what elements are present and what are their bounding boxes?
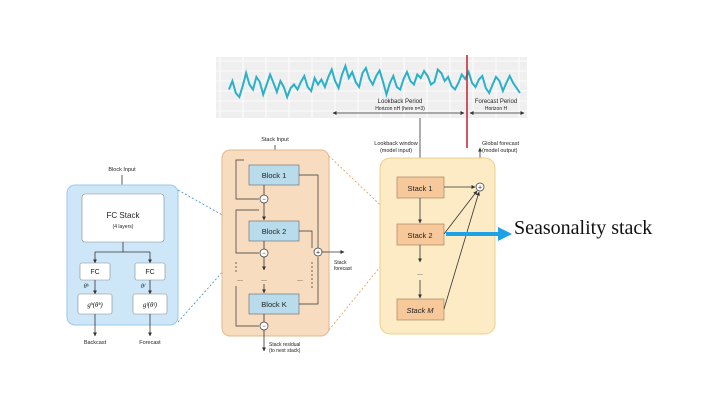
stack-detail-background — [221, 149, 330, 337]
stack-input-label: Stack Input — [261, 137, 289, 143]
dots-right: ... — [297, 276, 303, 283]
zoom-line-blue-top — [177, 189, 250, 231]
stack-sum-sign: + — [316, 250, 320, 257]
fc-stack-label: FC Stack — [107, 211, 141, 220]
stack-2-forecast-arrow — [443, 190, 478, 235]
seasonality-annotation: Seasonality stack — [446, 217, 652, 241]
subtract-node-1-sign: − — [262, 197, 266, 203]
forecast-horizon-label: Horizon H — [485, 106, 508, 112]
skip-path-1 — [235, 159, 259, 200]
stack-2-label: Stack 2 — [407, 231, 432, 240]
block-k-forecast-path — [299, 257, 319, 305]
stack-residual-sub: (to next stack) — [269, 348, 301, 354]
block-input-label: Block Input — [108, 167, 136, 173]
block-k-label: Block K — [261, 300, 286, 309]
subtract-node-2-sign: − — [262, 251, 266, 257]
block-detail-panel: Block Input FC Stack (4 layers) FC FC θᵇ… — [66, 167, 179, 346]
backcast-label: Backcast — [84, 340, 107, 346]
theta-b-label: θᵇ — [84, 284, 89, 290]
global-forecast-sub: (model output) — [482, 148, 518, 154]
dots-left: ... — [237, 276, 243, 283]
stack-m-box — [396, 298, 445, 321]
global-sum-node — [475, 182, 485, 192]
seasonality-arrow-head — [498, 227, 512, 241]
model-background — [379, 157, 496, 335]
fc-left-label: FC — [90, 269, 99, 276]
block-2-forecast-path — [299, 230, 313, 248]
block-1-forecast-path — [299, 174, 319, 248]
stack-1-box — [396, 176, 445, 199]
fc-stack-sub: (4 layers) — [113, 224, 134, 230]
stack-forecast-label: Stack — [334, 260, 347, 266]
series-background — [216, 57, 527, 118]
block-2-label: Block 2 — [262, 227, 287, 236]
g-f-label: gᶠ(θᶠ) — [143, 301, 158, 309]
g-b-label: gᵇ(θᵇ) — [87, 301, 103, 309]
seasonality-stack-label: Seasonality stack — [514, 217, 652, 239]
stack-residual-label: Stack residual — [269, 342, 300, 348]
lookback-window-label: Lookback window — [374, 141, 417, 147]
skip-path-2 — [235, 209, 259, 254]
forecast-label: Forecast — [139, 340, 161, 346]
dots-center: ... — [261, 276, 267, 283]
model-panel: Stack 1 Stack 2 Stack M ... + — [379, 157, 496, 335]
fc-right-label: FC — [145, 269, 154, 276]
lookback-horizon-label: Horizon nH (here n=3) — [375, 106, 425, 112]
lookback-window-sub: (model input) — [380, 148, 412, 154]
skip-path-k — [235, 286, 259, 327]
stack-1-label: Stack 1 — [407, 184, 432, 193]
forecast-period-label: Forecast Period — [475, 99, 517, 105]
global-forecast-label: Global forecast — [482, 141, 519, 147]
global-sum-sign: + — [478, 185, 482, 192]
lookback-period-label: Lookback Period — [378, 99, 423, 105]
stack-m-label: Stack M — [406, 306, 434, 315]
theta-f-label: θᶠ — [141, 284, 146, 290]
model-dots: ... — [417, 270, 423, 277]
block-1-label: Block 1 — [262, 171, 287, 180]
time-series-line — [228, 62, 521, 100]
stack-m-forecast-arrow — [443, 191, 480, 310]
stack-detail-panel: Stack Input Block 1 − Block 2 − + Stack … — [221, 137, 352, 354]
stack-2-box — [396, 223, 445, 246]
stack-forecast-label-2: forecast — [334, 266, 352, 272]
subtract-node-k-sign: − — [262, 324, 266, 330]
time-series-panel: Lookback Period Horizon nH (here n=3) Fo… — [216, 55, 527, 148]
